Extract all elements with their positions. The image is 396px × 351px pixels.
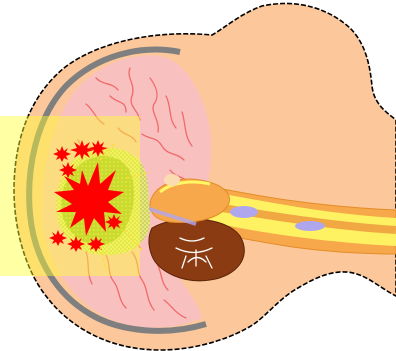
thalamus <box>164 174 180 186</box>
ventricle <box>295 221 325 231</box>
ventricle <box>230 206 258 218</box>
